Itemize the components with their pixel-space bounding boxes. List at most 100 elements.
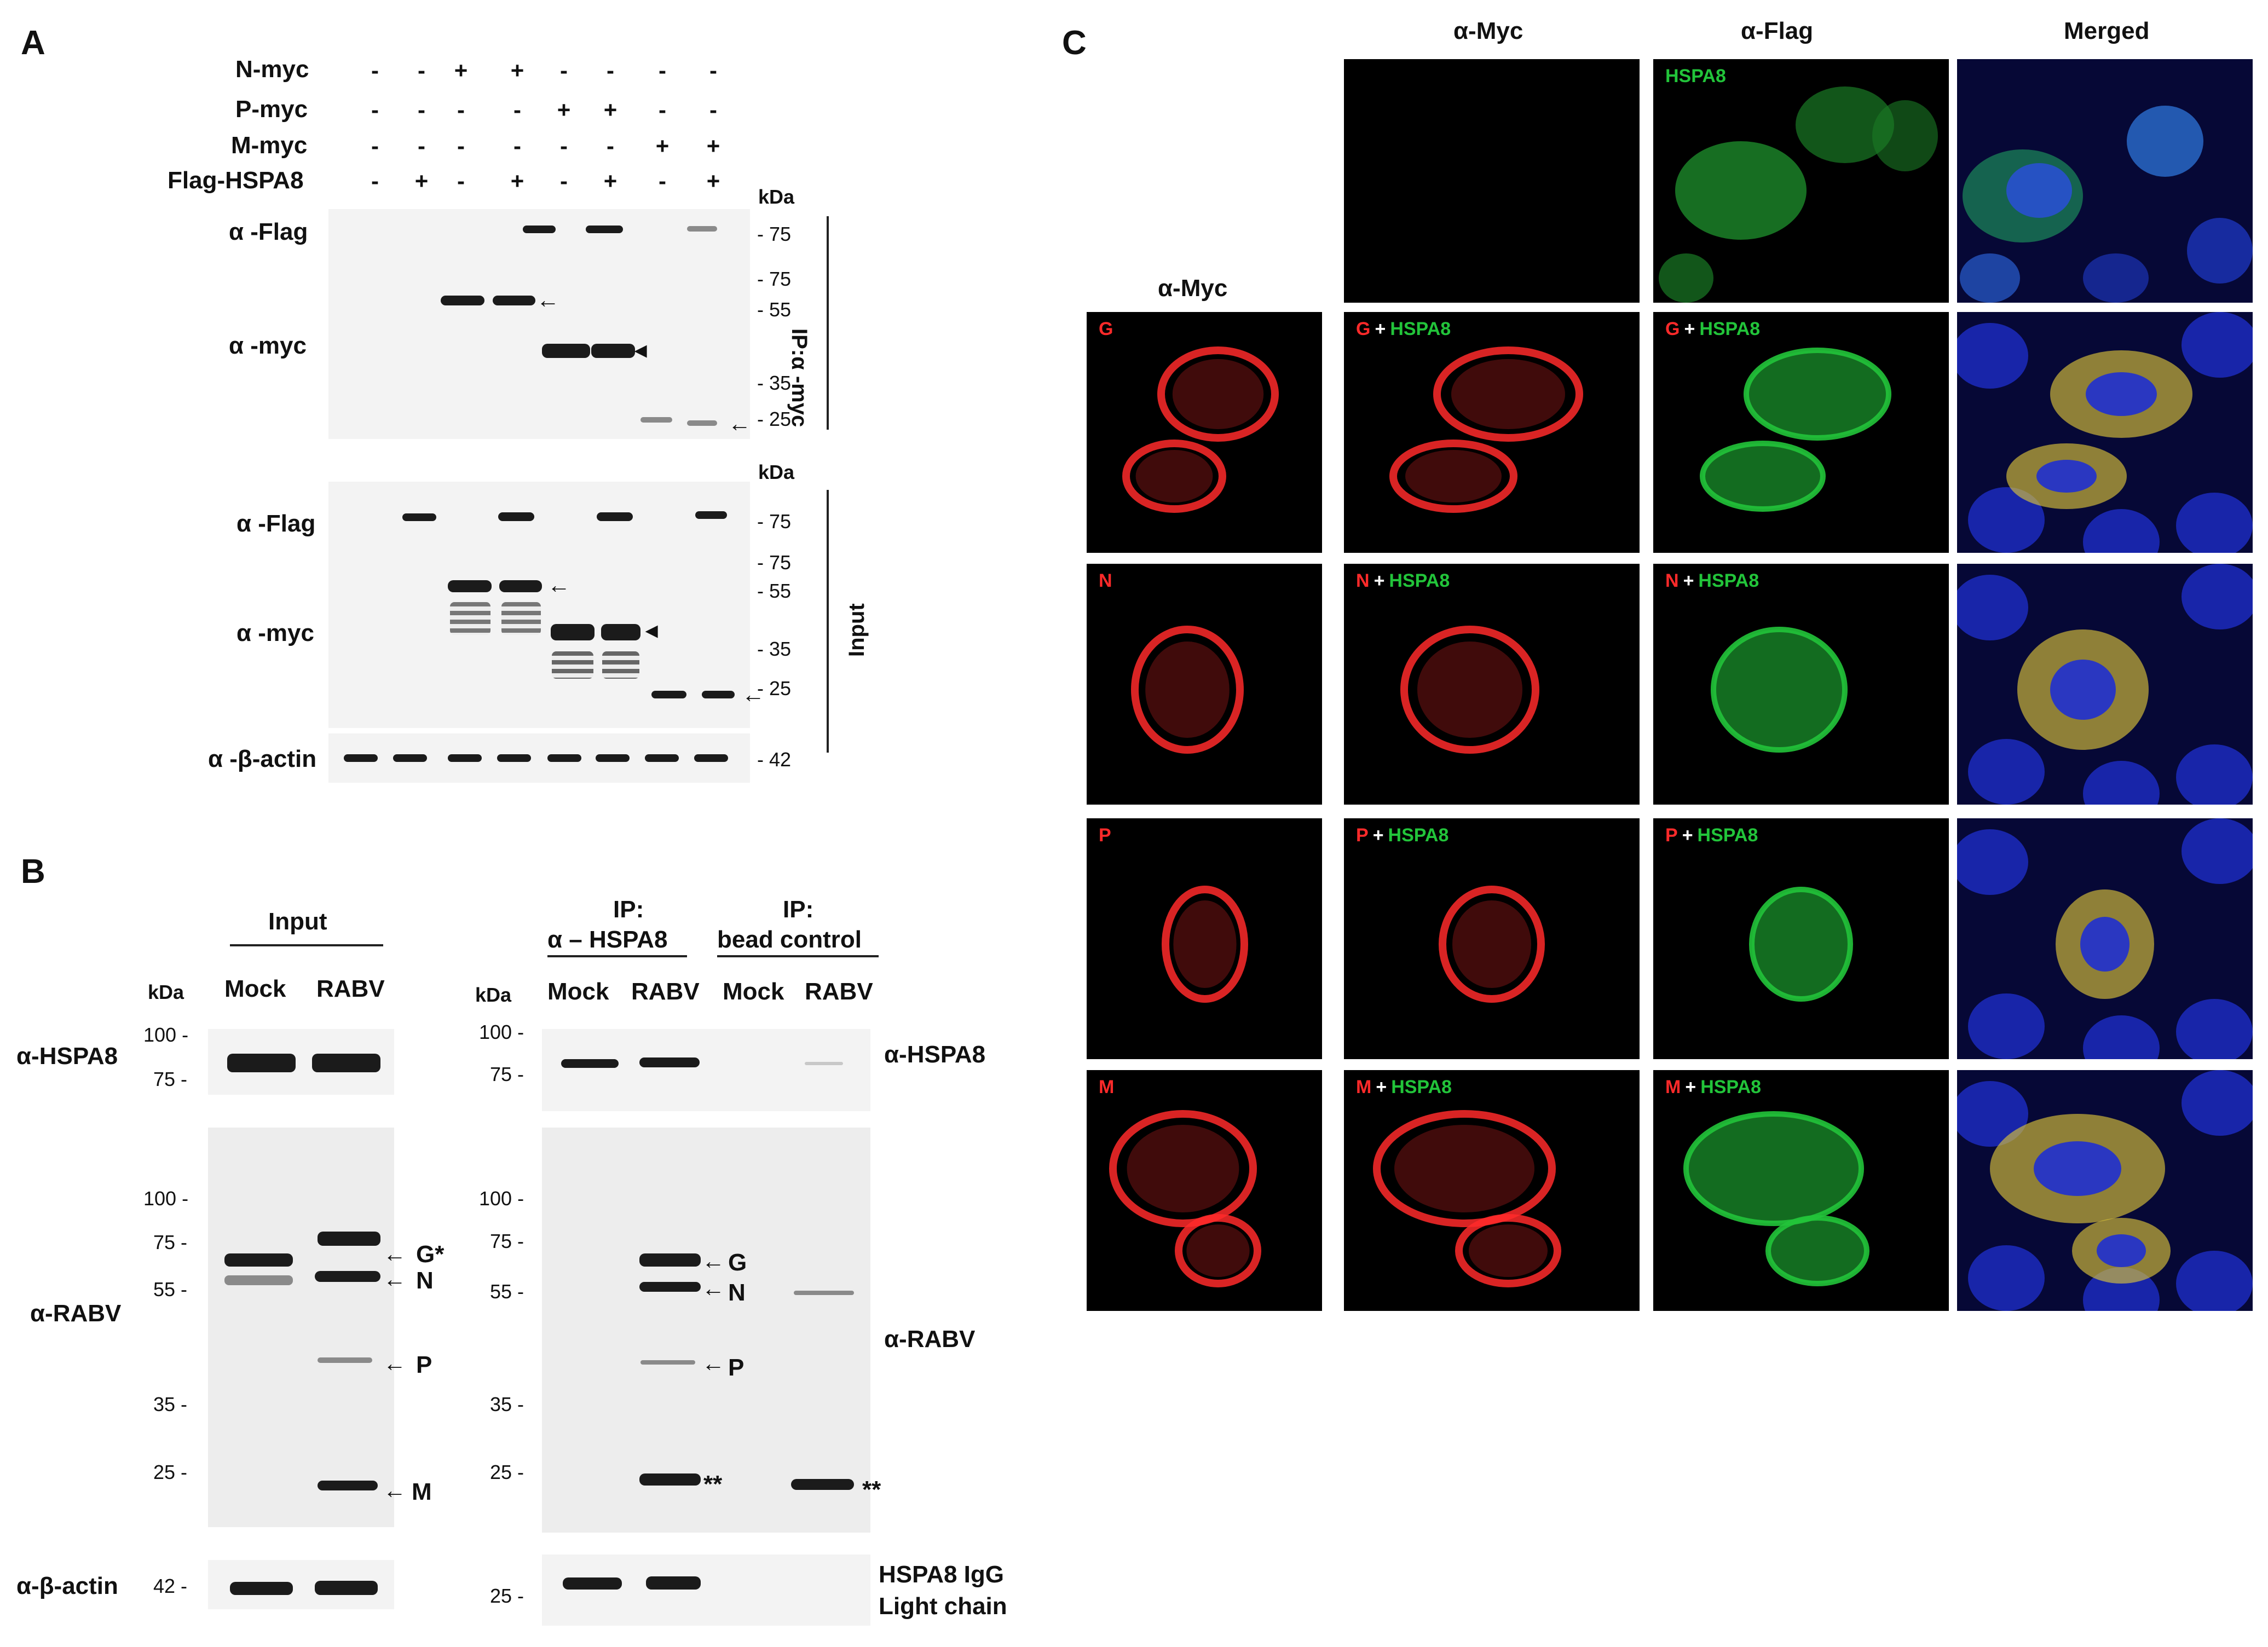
condition-sign: - [659,57,666,83]
b-input-label-n: N [416,1267,434,1294]
condition-sign: - [560,168,568,194]
c-plus-sign: + [1683,570,1694,591]
b-input-hspa8-band-mock [227,1054,296,1072]
c-side-image-g: G [1087,312,1322,553]
b-ip-arrow-g: ← [702,1248,725,1274]
c-side-cells-m [1109,1110,1261,1287]
input-myc-band-p-lane5 [551,624,595,640]
b-ip-rabv-band-p [640,1360,695,1365]
b-input-hspa8-band-rabv [312,1054,380,1072]
input-myc-band-n-lane4 [499,580,542,592]
b-right-marker-25: 25 - [490,1461,524,1483]
b-ip-rabv-band-g [639,1253,701,1267]
input-myc-ladder-lane4 [501,602,541,635]
b-ip-title-1: IP: [613,896,644,923]
b-input-label-p: P [416,1351,432,1378]
actin-marker-42-a: - 42 [757,748,792,771]
ip-myc-arrow-p: ◂ [635,337,647,362]
condition-sign: - [513,133,521,159]
input-myc-band-n-lane3 [448,580,492,592]
ip-flag-marker-75: - 75 [757,223,792,245]
c-header-merged: Merged [2064,18,2150,44]
c-protein-letter: M [1099,1077,1115,1097]
actin-row-label-a: α -β-actin [208,746,317,772]
c-side-cells-g [1122,346,1279,513]
condition-sign: + [510,168,524,194]
condition-sign: - [457,168,465,194]
b-input-title: Input [268,908,327,935]
c-myc-cells-n [1400,626,1539,754]
c-flag-tag-n: N+HSPA8 [1665,571,1759,590]
condition-sign: + [414,168,429,194]
b-row-label-rabv-right: α-RABV [884,1326,976,1353]
b-left-marker-55: 55 - [153,1278,188,1301]
c-top-flag-tag: HSPA8 [1665,66,1726,86]
b-row-label-igg-1: HSPA8 IgG [879,1561,1005,1588]
c-protein-letter: G [1665,319,1680,339]
c-side-tag-n: N [1099,571,1112,590]
input-myc-arrow-p: ◂ [646,617,658,643]
c-myc-cells-p [1439,886,1545,1003]
panel-b-letter: B [21,853,45,891]
c-hspa8-tag: HSPA8 [1390,319,1451,339]
c-side-header-myc: α-Myc [1158,275,1228,302]
b-ip-arrow-p: ← [702,1350,725,1376]
c-merged-cells-m [1957,1070,2253,1311]
b-left-marker-100b: 100 - [143,1187,189,1210]
b-ip-title-2: α – HSPA8 [547,926,668,953]
condition-sign: - [709,57,717,83]
b-input-rabv-band-n [315,1271,380,1282]
b-input-arrow-m: ← [383,1477,406,1503]
c-hspa8-tag: HSPA8 [1389,570,1450,591]
condition-sign: - [659,168,666,194]
ip-flag-band-lane8 [687,226,717,232]
c-side-tag-g: G [1099,320,1113,338]
c-hspa8-tag: HSPA8 [1697,825,1758,846]
b-bead-underline [717,955,879,957]
c-hspa8-tag: HSPA8 [1388,825,1449,846]
condition-sign: - [607,133,614,159]
b-ip-igg-blot [542,1554,870,1626]
ip-myc-band-n-lane4 [493,296,535,305]
condition-label-p-myc: P-myc [235,96,308,123]
c-merged-cells-n [1957,564,2253,805]
c-header-myc: α-Myc [1453,18,1523,44]
input-flag-row-label: α -Flag [236,510,316,537]
c-myc-image-p: P+HSPA8 [1344,818,1640,1059]
c-plus-sign: + [1685,1077,1696,1097]
condition-sign: - [457,97,465,123]
c-myc-tag-p: P+HSPA8 [1356,826,1448,845]
b-right-marker-100a: 100 - [479,1021,524,1043]
condition-sign: - [371,97,379,123]
input-flag-blot [328,482,750,547]
c-plus-sign: + [1375,319,1386,339]
ip-myc-band-m-lane8 [687,420,717,426]
b-ip-label-ss2: ** [862,1476,881,1503]
b-ip-igg-band-mock [563,1577,622,1590]
input-flag-marker-75: - 75 [757,510,792,533]
actin-band [344,754,378,762]
b-input-arrow-p: ← [383,1350,406,1376]
b-ip-hspa8-band-mock [561,1059,619,1068]
c-flag-image-n: N+HSPA8 [1653,564,1949,805]
c-hspa8-tag: HSPA8 [1699,319,1761,339]
b-right-marker-25b: 25 - [490,1585,524,1607]
c-merged-image-p [1957,818,2253,1059]
condition-label-m-myc: M-myc [231,132,308,159]
c-protein-letter: M [1665,1077,1681,1097]
b-row-label-igg-2: Light chain [879,1593,1007,1620]
condition-sign: - [709,97,717,123]
condition-sign: + [706,168,720,194]
c-merged-image-n [1957,564,2253,805]
c-flag-tag-g: G+HSPA8 [1665,320,1760,338]
c-top-merged-image [1957,59,2253,303]
actin-band [694,754,728,762]
c-myc-tag-m: M+HSPA8 [1356,1078,1452,1096]
panel-a-letter: A [21,24,45,62]
input-myc-arrow-n: ← [547,572,570,598]
c-hspa8-tag: HSPA8 [1700,1077,1762,1097]
ip-myc-arrow-m: ← [728,411,751,436]
b-ip-label-ss1: ** [703,1471,723,1498]
condition-sign: + [655,133,670,159]
input-myc-marker-55: - 55 [757,580,792,602]
